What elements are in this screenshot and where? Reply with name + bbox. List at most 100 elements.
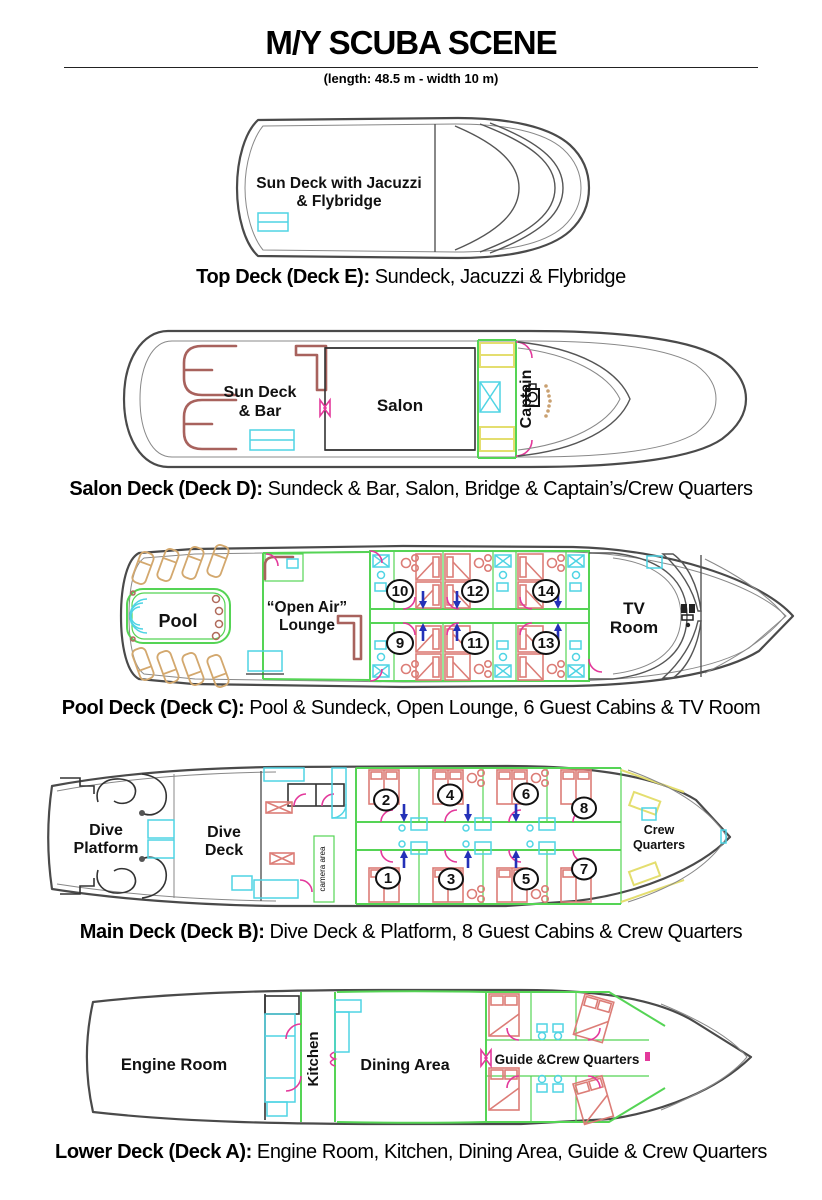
deck-e-plan: Sun Deck with Jacuzzi & Flybridge — [235, 116, 591, 260]
cabin-7-badge: 7 — [571, 857, 597, 881]
svg-text:13: 13 — [538, 635, 555, 652]
crew-cabins — [480, 992, 650, 1126]
dive-platform-label2: Platform — [74, 840, 139, 857]
bathroom-fixtures — [398, 817, 556, 855]
bed — [488, 993, 520, 1037]
cabin-2-badge: 2 — [373, 788, 399, 812]
bathroom-fixtures — [372, 554, 585, 678]
wheelhouse-arc-inner — [517, 347, 621, 451]
hull-outline — [47, 764, 732, 908]
dive-deck-label: Dive — [207, 824, 241, 841]
cabin-3-badge: 3 — [438, 867, 464, 891]
door-arc — [480, 1027, 601, 1089]
deck-c-plan: Pool “Open Air” Lounge — [119, 542, 795, 690]
spiral-stairs-icon — [331, 767, 347, 819]
svg-text:5: 5 — [522, 871, 530, 888]
flybridge-arc-outer — [479, 123, 556, 253]
captain-quarters — [477, 339, 533, 459]
windshield-arc — [454, 125, 520, 251]
crew-quarters — [620, 769, 728, 903]
deck-b-plan: Dive Platform Dive Deck camera area — [47, 764, 732, 908]
page-subtitle: (length: 48.5 m - width 10 m) — [323, 71, 499, 86]
bow-area — [646, 553, 786, 679]
hatch-icon — [646, 555, 663, 569]
svg-text:10: 10 — [392, 583, 409, 600]
door-arc — [293, 793, 335, 807]
guide-crew-label: Guide &Crew Quarters — [495, 1052, 640, 1067]
pool-label: Pool — [159, 611, 198, 631]
entry-area: camera area — [231, 767, 347, 903]
engine-equipment — [264, 994, 300, 1120]
bar-sofa — [182, 344, 238, 451]
hatch-icon — [263, 767, 305, 782]
deck-c-caption: Pool Deck (Deck C):Pool & Sundeck, Open … — [61, 697, 761, 719]
sundeck-bar-label: Sun Deck — [224, 384, 297, 401]
deck-b-caption: Main Deck (Deck B):Dive Deck & Platform,… — [79, 921, 743, 943]
stairs-icon — [334, 999, 362, 1013]
sundeck-jacuzzi-label: Sun Deck with Jacuzzi — [256, 175, 421, 192]
deck-a-plan: Engine Room Kitchen Dining Area — [85, 988, 753, 1126]
svg-text:9: 9 — [396, 635, 404, 652]
open-air-lounge-label2: Lounge — [279, 617, 335, 634]
cabin-1-badge: 1 — [375, 866, 401, 890]
lounge-sofa — [336, 614, 363, 661]
hull-inner-line — [244, 123, 582, 253]
cabin-5-badge: 5 — [513, 867, 539, 891]
hatch-icon — [253, 879, 299, 899]
table-stools — [466, 768, 486, 788]
helm-console-icon — [525, 383, 540, 407]
svg-text:7: 7 — [580, 861, 588, 878]
svg-text:3: 3 — [447, 871, 455, 888]
door-mark — [329, 1051, 338, 1067]
table — [265, 801, 295, 865]
deck-d-plan: Sun Deck & Bar Salon — [122, 329, 748, 469]
cabin-13-badge: 13 — [532, 631, 560, 655]
door-arc — [588, 658, 603, 673]
cabin-10-badge: 10 — [386, 579, 414, 603]
cabin-12-badge: 12 — [461, 579, 489, 603]
svg-text:14: 14 — [538, 583, 555, 600]
hatch-icon — [641, 807, 657, 821]
kitchen-area — [285, 992, 362, 1122]
bed — [627, 861, 662, 887]
bathroom-fixtures — [479, 381, 501, 413]
hull-inner-line — [139, 340, 717, 458]
dive-deck-label2: Deck — [205, 842, 243, 859]
svg-text:6: 6 — [522, 786, 530, 803]
hull-outline — [122, 329, 748, 469]
tv-room-label: TV — [623, 599, 645, 618]
crew-quarters-label2: Quarters — [633, 838, 685, 852]
hull-outline — [235, 116, 591, 260]
cabin-6-badge: 6 — [513, 782, 539, 806]
dining-area-label: Dining Area — [360, 1057, 449, 1074]
hull-inner-line — [56, 771, 277, 902]
stairs-icon — [249, 429, 295, 451]
flybridge-arc-inner — [489, 122, 564, 254]
stairs-icon — [334, 1011, 350, 1053]
pool-stools — [130, 590, 224, 642]
dining-walls — [336, 990, 666, 1124]
pool — [126, 588, 231, 644]
bathroom-fixtures — [536, 1023, 564, 1093]
camera-area-room — [313, 835, 335, 903]
door-arc — [285, 1023, 302, 1092]
camera-area-label: camera area — [318, 846, 327, 891]
bed — [415, 553, 442, 581]
cabin-4-badge: 4 — [437, 783, 463, 807]
cabin-14-badge: 14 — [532, 579, 560, 603]
tv-room — [588, 552, 688, 680]
cabin-9-badge: 9 — [386, 631, 414, 655]
stairs-icon — [257, 212, 289, 232]
svg-text:8: 8 — [580, 800, 588, 817]
door-bowtie-icon — [319, 397, 331, 419]
cabin-11-badge: 11 — [461, 631, 489, 655]
windlass-icon — [681, 604, 695, 628]
bar-counter — [294, 344, 328, 392]
page-title: M/Y SCUBA SCENE — [265, 24, 557, 61]
salon-label: Salon — [377, 396, 423, 415]
sundeck-bar-label2: & Bar — [239, 403, 282, 420]
svg-text:11: 11 — [467, 635, 483, 652]
direction-arrow-icon — [398, 802, 522, 870]
stairs-icon — [147, 819, 175, 859]
door-arc — [369, 550, 533, 682]
